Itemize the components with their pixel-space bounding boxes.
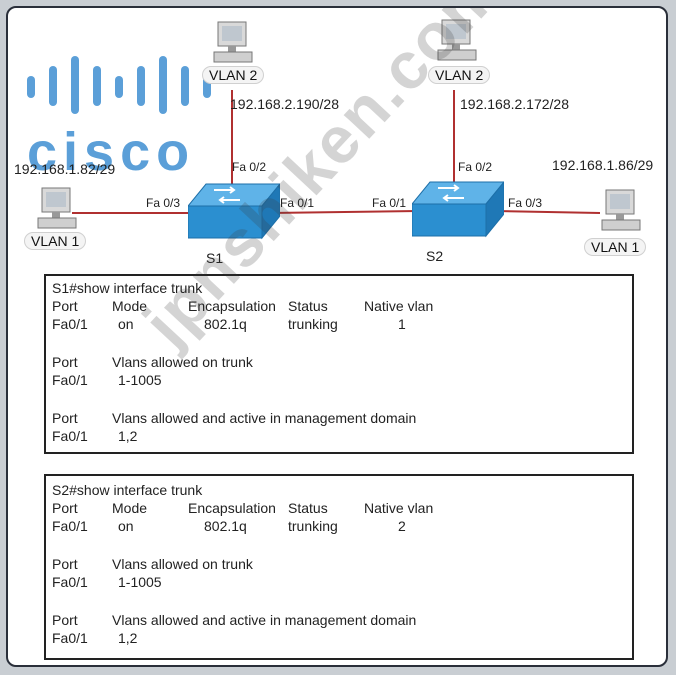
table-cell: Fa0/1 bbox=[52, 316, 88, 332]
column-header: Vlans allowed and active in management d… bbox=[112, 410, 417, 426]
switch-name-label: S2 bbox=[426, 248, 444, 264]
s2-output-box: S2#show interface trunk Port Mode Encaps… bbox=[44, 474, 634, 660]
link-s1-s2 bbox=[269, 210, 419, 214]
table-cell: 1 bbox=[398, 316, 406, 332]
table-cell: Fa0/1 bbox=[52, 630, 88, 646]
host-vlan-label: VLAN 1 bbox=[24, 232, 87, 250]
table-cell: 1,2 bbox=[118, 428, 138, 444]
column-header: Vlans allowed on trunk bbox=[112, 556, 253, 572]
table-cell: 1-1005 bbox=[118, 372, 162, 388]
column-header: Vlans allowed and active in management d… bbox=[112, 612, 417, 628]
table-cell: trunking bbox=[288, 316, 338, 332]
computer-icon bbox=[601, 189, 641, 231]
switch-icon bbox=[412, 181, 504, 238]
port-label: Fa 0/1 bbox=[280, 196, 315, 210]
table-cell: 2 bbox=[398, 518, 406, 534]
table-cell: 1,2 bbox=[118, 630, 138, 646]
port-label: Fa 0/1 bbox=[372, 196, 407, 210]
column-header: Port bbox=[52, 410, 78, 426]
column-header: Encapsulation bbox=[188, 500, 276, 516]
host-ip-label: 192.168.2.190/28 bbox=[230, 96, 339, 112]
switch-icon bbox=[188, 183, 280, 240]
table-cell: 1-1005 bbox=[118, 574, 162, 590]
column-header: Status bbox=[288, 298, 328, 314]
column-header: Native vlan bbox=[364, 500, 434, 516]
table-cell: 802.1q bbox=[204, 316, 247, 332]
diagram-frame: cisco bbox=[6, 6, 668, 667]
command-text: S2#show interface trunk bbox=[52, 482, 203, 498]
port-label: Fa 0/2 bbox=[458, 160, 493, 174]
column-header: Native vlan bbox=[364, 298, 434, 314]
table-cell: on bbox=[118, 518, 134, 534]
column-header: Mode bbox=[112, 500, 148, 516]
host-vlan-label: VLAN 2 bbox=[202, 66, 265, 84]
table-cell: Fa0/1 bbox=[52, 518, 88, 534]
computer-icon bbox=[213, 21, 253, 63]
network-links bbox=[72, 90, 601, 214]
port-label: Fa 0/2 bbox=[232, 160, 267, 174]
column-header: Encapsulation bbox=[188, 298, 276, 314]
column-header: Mode bbox=[112, 298, 148, 314]
host-vlan-label: VLAN 1 bbox=[584, 238, 647, 256]
column-header: Port bbox=[52, 298, 78, 314]
switch-name-label: S1 bbox=[206, 250, 224, 266]
table-cell: Fa0/1 bbox=[52, 574, 88, 590]
column-header: Port bbox=[52, 556, 78, 572]
command-text: S1#show interface trunk bbox=[52, 280, 203, 296]
column-header: Port bbox=[52, 612, 78, 628]
host-ip-label: 192.168.2.172/28 bbox=[460, 96, 569, 112]
svg-text:cisco: cisco bbox=[27, 122, 195, 182]
s1-output-box: S1#show interface trunk Port Mode Encaps… bbox=[44, 274, 634, 454]
port-label: Fa 0/3 bbox=[508, 196, 543, 210]
table-cell: Fa0/1 bbox=[52, 428, 88, 444]
table-cell: 802.1q bbox=[204, 518, 247, 534]
column-header: Status bbox=[288, 500, 328, 516]
column-header: Port bbox=[52, 500, 78, 516]
host-vlan-label: VLAN 2 bbox=[428, 66, 491, 84]
computer-icon bbox=[437, 19, 477, 61]
cisco-logo: cisco bbox=[27, 56, 211, 182]
host-ip-label: 192.168.1.82/29 bbox=[14, 161, 116, 177]
table-cell: on bbox=[118, 316, 134, 332]
port-label: Fa 0/3 bbox=[146, 196, 181, 210]
column-header: Port bbox=[52, 354, 78, 370]
link-s2-pc-right bbox=[493, 210, 601, 214]
table-cell: trunking bbox=[288, 518, 338, 534]
table-cell: Fa0/1 bbox=[52, 372, 88, 388]
host-ip-label: 192.168.1.86/29 bbox=[552, 157, 654, 173]
column-header: Vlans allowed on trunk bbox=[112, 354, 253, 370]
computer-icon bbox=[37, 187, 77, 229]
